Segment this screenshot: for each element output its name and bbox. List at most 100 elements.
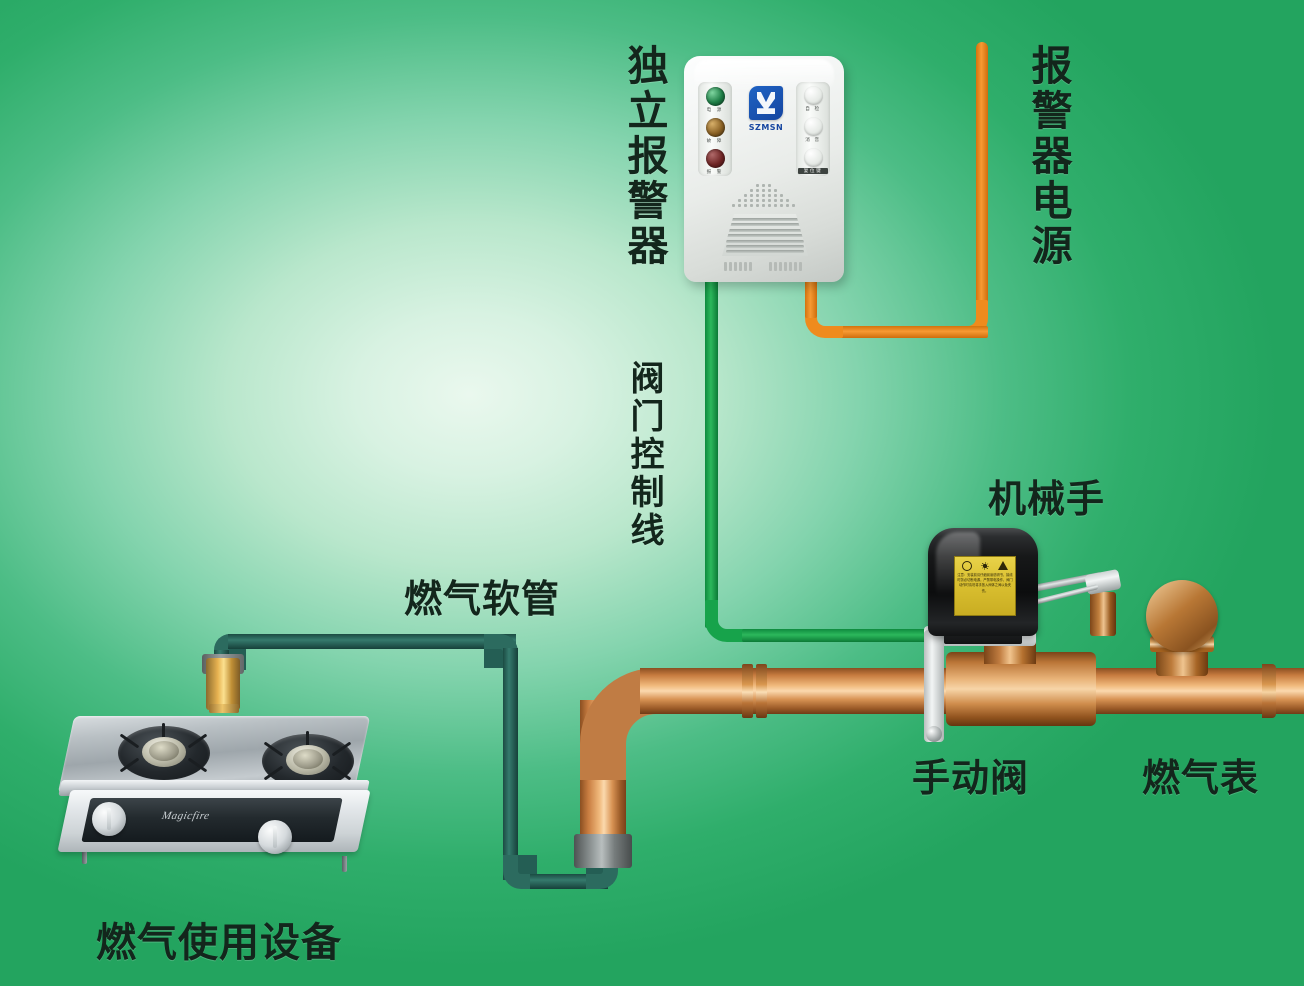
- alarm-vent-hole: [768, 194, 771, 197]
- brand-name: SZMSN: [748, 123, 784, 132]
- alarm-bottom-vent-slot: [794, 262, 797, 271]
- manual-valve-body: [946, 652, 1096, 726]
- warning-icon-row: [957, 560, 1013, 571]
- valve-control-wire-corner: [705, 600, 747, 642]
- alarm-bottom-vent-slot: [739, 262, 742, 271]
- alarm-vent-hole: [756, 204, 759, 207]
- manipulator-actuator[interactable]: 注意：安装前请仔细阅读说明书，接线时务必切断电源，严禁带电操作，阀门动作时请勿将…: [928, 528, 1038, 636]
- alarm-vent-hole: [768, 184, 771, 187]
- alarm-button-panel[interactable]: 自 检 消 音 复位键: [796, 82, 830, 176]
- alarm-vent-hole: [762, 184, 765, 187]
- label-gas-appliance: 燃气使用设备: [96, 921, 342, 965]
- grille-louver: [726, 234, 804, 238]
- gas-meter-bezel: [1146, 580, 1218, 652]
- mute-button-caption: 消 音: [805, 138, 821, 143]
- valve-control-wire-vertical: [705, 270, 718, 628]
- pipe-joint-band: [742, 664, 753, 718]
- independent-gas-alarm-unit[interactable]: 电 源 故 障 报 警 SZMSN 自 检 消 音 复位键: [684, 56, 844, 282]
- alarm-bottom-vent-slot: [744, 262, 747, 271]
- alarm-vent-hole: [768, 199, 771, 202]
- manual-icon: [961, 560, 972, 571]
- alarm-bottom-vent-slot: [734, 262, 737, 271]
- grille-louver: [726, 218, 804, 221]
- alarm-vent-hole: [762, 189, 765, 192]
- mute-button[interactable]: [804, 117, 823, 136]
- alarm-vent-hole: [792, 204, 795, 207]
- actuator-bracket-bolt: [926, 726, 942, 742]
- alarm-vent-hole: [744, 194, 747, 197]
- alarm-vent-hole: [780, 204, 783, 207]
- alarm-bottom-vents: [724, 262, 806, 274]
- alarm-vent-hole: [762, 199, 765, 202]
- alarm-bottom-vent-slot: [774, 262, 777, 271]
- alarm-power-cable-vertical: [976, 42, 988, 318]
- pipe-joint-band: [756, 664, 767, 718]
- stove-leg: [82, 848, 87, 864]
- grille-louver: [726, 223, 804, 227]
- manual-valve-side-port: [1090, 592, 1116, 636]
- label-independent-alarm: 独立报警器: [621, 44, 667, 269]
- alarm-vent-hole: [750, 189, 753, 192]
- alarm-brand-logo: SZMSN: [742, 86, 790, 140]
- grille-louver: [726, 245, 804, 248]
- alarm-vent-hole: [750, 194, 753, 197]
- power-led-caption: 电 源: [706, 108, 724, 113]
- alarm-vent-hole: [738, 199, 741, 202]
- copper-pipe-end-cap: [1262, 664, 1276, 718]
- label-alarm-power: 报警器电源: [1025, 44, 1071, 269]
- alarm-bottom-vent-slot: [779, 262, 782, 271]
- alarm-vent-hole: [786, 199, 789, 202]
- stove-brand-name: Magicfire: [160, 810, 211, 822]
- label-valve-control-wire: 阀门控制线: [625, 360, 663, 550]
- alarm-vent-hole: [756, 184, 759, 187]
- warning-triangle-icon: [998, 561, 1009, 570]
- reset-button[interactable]: [804, 148, 823, 167]
- valve-control-wire-horizontal: [742, 629, 962, 642]
- copper-pipe-bottom-nut: [574, 834, 632, 868]
- grille-louver: [726, 250, 804, 254]
- label-gas-meter: 燃气表: [1142, 758, 1260, 800]
- alarm-led: [706, 149, 725, 168]
- alarm-vent-hole: [756, 194, 759, 197]
- alarm-vent-hole: [744, 204, 747, 207]
- alarm-vent-hole: [750, 204, 753, 207]
- alarm-bottom-vent-slot: [789, 262, 792, 271]
- burner-grate-arm: [306, 731, 309, 753]
- power-led: [706, 87, 725, 106]
- gas-hose-descent: [503, 648, 518, 880]
- brand-mark-icon: [749, 86, 783, 120]
- hose-brass-fitting: [206, 658, 240, 710]
- reset-button-caption: 复位键: [798, 168, 828, 174]
- alarm-vent-hole: [780, 194, 783, 197]
- alarm-bottom-vent-slot: [769, 262, 772, 271]
- alarm-bottom-vent-slot: [799, 262, 802, 271]
- stove-knob-left[interactable]: [92, 802, 126, 836]
- alarm-bottom-vent-slot: [749, 262, 752, 271]
- alarm-led-caption: 报 警: [706, 170, 724, 175]
- alarm-vent-hole: [774, 189, 777, 192]
- stove-knob-right[interactable]: [258, 820, 292, 854]
- burner-grate-arm: [162, 723, 165, 745]
- gas-hose-corner-bottom-left: [503, 855, 537, 889]
- label-manipulator: 机械手: [988, 479, 1106, 521]
- burner-head: [149, 741, 179, 761]
- alarm-vent-hole: [732, 204, 735, 207]
- actuator-warning-label: 注意：安装前请仔细阅读说明书，接线时务必切断电源，严禁带电操作，阀门动作时请勿将…: [954, 556, 1016, 616]
- gas-stove-appliance[interactable]: Magicfire: [52, 706, 382, 872]
- alarm-vent-hole: [750, 199, 753, 202]
- label-manual-valve: 手动阀: [912, 758, 1030, 800]
- alarm-bottom-vent-slot: [724, 262, 727, 271]
- stove-leg: [342, 856, 347, 872]
- alarm-vent-hole: [762, 204, 765, 207]
- alarm-vent-hole: [768, 204, 771, 207]
- test-button[interactable]: [804, 86, 823, 105]
- alarm-vent-hole: [786, 204, 789, 207]
- label-gas-hose: 燃气软管: [404, 579, 561, 621]
- actuator-bracket-vertical: [924, 630, 944, 742]
- hose-fitting-base: [209, 704, 239, 713]
- alarm-vent-hole: [738, 204, 741, 207]
- alarm-bottom-vent-slot: [784, 262, 787, 271]
- alarm-vent-hole: [780, 199, 783, 202]
- gas-hose-top-run: [228, 634, 516, 649]
